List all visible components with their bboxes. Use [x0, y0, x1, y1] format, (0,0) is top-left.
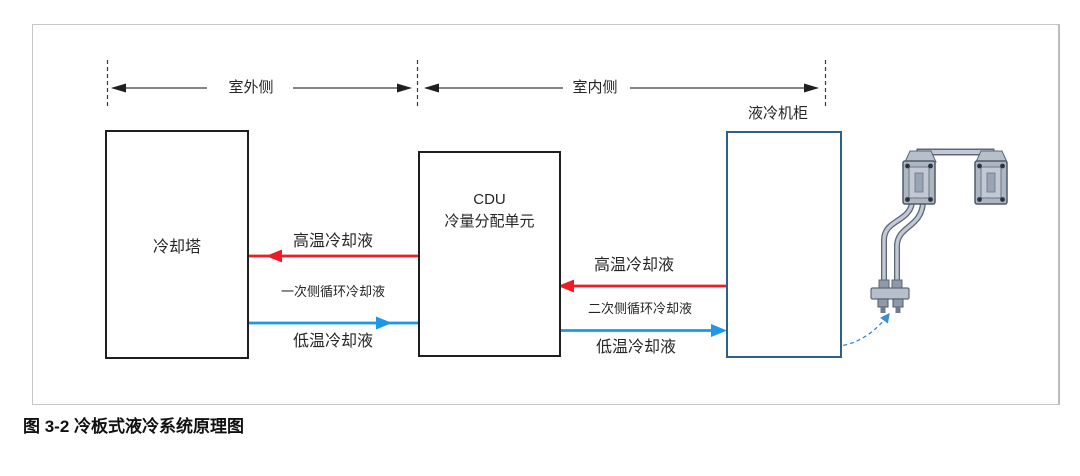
zone-label-indoor: 室内侧 — [572, 79, 618, 96]
cdu-label: CDU 冷量分配单元 — [444, 191, 535, 230]
flow-label-secondary-loop: 二次侧循环冷却液 — [587, 301, 693, 316]
cdu-node: CDU 冷量分配单元 — [418, 151, 561, 357]
flow-label-primary-loop: 一次侧循环冷却液 — [280, 284, 386, 299]
cooling-tower-label: 冷却塔 — [152, 238, 201, 256]
flow-label-primary-cold: 低温冷却液 — [292, 333, 374, 350]
cabinet-label: 液冷机柜 — [747, 105, 809, 122]
zone-label-outdoor: 室外侧 — [228, 79, 274, 96]
figure-caption: 图 3-2 冷板式液冷系统原理图 — [23, 417, 245, 436]
flow-label-primary-hot: 高温冷却液 — [292, 233, 374, 250]
cooling-tower-node: 冷却塔 — [105, 130, 249, 359]
flow-label-secondary-hot: 高温冷却液 — [593, 257, 675, 274]
flow-label-secondary-cold: 低温冷却液 — [595, 339, 677, 356]
liquid-cooling-cabinet-node — [726, 131, 842, 358]
